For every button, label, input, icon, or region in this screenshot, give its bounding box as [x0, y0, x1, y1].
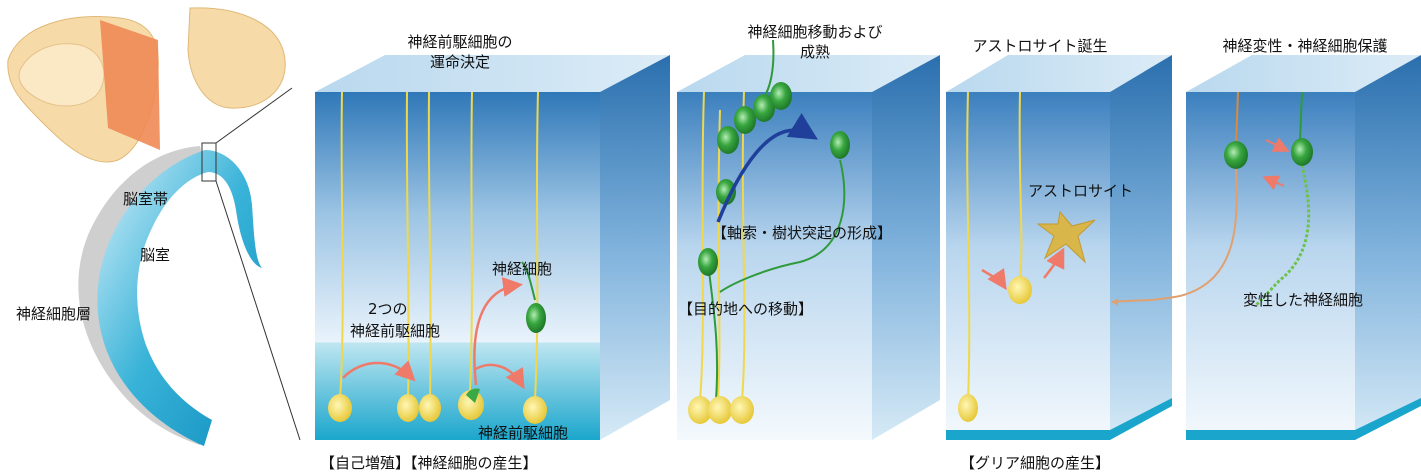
- panel-2-title: 神経細胞移動および 成熟: [747, 23, 883, 61]
- bottom-label-left: 【自己増殖】【神経細胞の産生】: [320, 454, 538, 472]
- block-4: [1186, 55, 1421, 440]
- panel-3-title: アストロサイト誕生: [972, 37, 1108, 55]
- block-3-cells: [958, 91, 1096, 422]
- label-migration: 【目的地への移動】: [678, 300, 814, 318]
- green-neuron: [521, 261, 546, 333]
- cortex-section: [78, 87, 301, 446]
- label-two-progenitors-1: 2つの: [368, 300, 408, 318]
- label-ventricular-zone: 脳室帯: [123, 190, 169, 208]
- panel-1-title: 神経前駆細胞の 運命決定: [407, 33, 513, 71]
- block-2-cells: [688, 39, 850, 424]
- label-progenitor: 神経前駆細胞: [478, 424, 569, 442]
- label-two-progenitors-2: 神経前駆細胞: [350, 322, 441, 340]
- label-neuronal-layer: 神経細胞層: [16, 305, 92, 323]
- block-1: [315, 55, 670, 440]
- block-1-cells: [328, 91, 547, 424]
- brain-illustration: [7, 7, 286, 163]
- block-3: [946, 55, 1172, 440]
- green-neuron-cluster: [698, 82, 850, 276]
- label-axon-dendrite: 【軸索・樹状突起の形成】: [712, 224, 893, 242]
- label-ventricle: 脳室: [140, 246, 171, 264]
- bottom-label-right: 【グリア細胞の産生】: [960, 454, 1111, 472]
- yellow-progenitor-cell: [328, 390, 547, 424]
- panel-4-title: 神経変性・神経細胞保護: [1222, 37, 1388, 55]
- label-astrocyte: アストロサイト: [1028, 182, 1134, 200]
- label-neuron: 神経細胞: [492, 260, 553, 278]
- label-degenerated-neuron: 変性した神経細胞: [1243, 291, 1364, 309]
- block-4-cells: [1111, 91, 1313, 308]
